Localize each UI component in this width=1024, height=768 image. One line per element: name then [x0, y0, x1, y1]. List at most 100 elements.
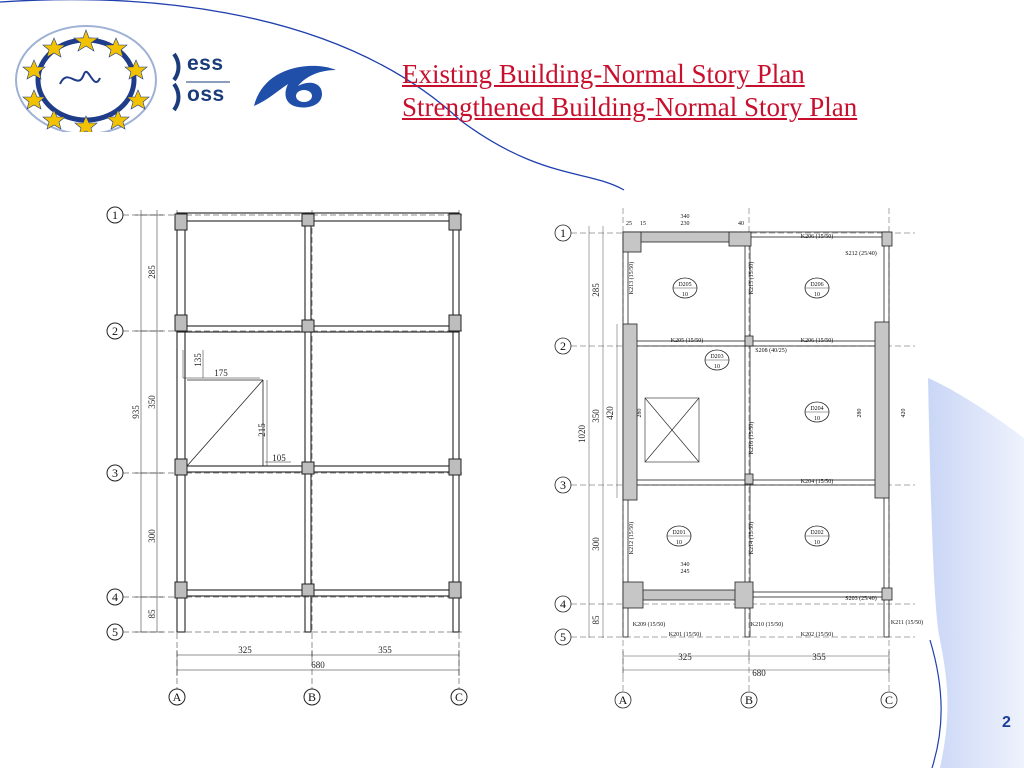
- dim-175: 175: [214, 368, 228, 378]
- logo-brackets: [172, 52, 230, 112]
- dim-350: 350: [147, 395, 157, 409]
- slab-markers: D205 10 D206 10 D203 10 D204 10 D201 10 …: [666, 277, 830, 547]
- beam-label: K204 (15/50): [801, 478, 834, 485]
- dim-355: 355: [378, 645, 392, 655]
- beam-label: K206 (15/50): [801, 233, 834, 240]
- slab-thickness: 10: [676, 540, 682, 546]
- main-dims: 285 350 300 85 1020 420 325 355 680: [577, 283, 826, 678]
- stair-opening: [182, 350, 291, 467]
- dim-325: 325: [678, 652, 692, 662]
- axis-col-b: B: [308, 690, 316, 704]
- slide-title: Existing Building-Normal Story Plan Stre…: [402, 58, 1002, 124]
- dim-105: 105: [272, 453, 286, 463]
- slab-thickness: 10: [682, 292, 688, 298]
- dim-280: 280: [857, 409, 863, 418]
- dim-280: 280: [637, 409, 643, 418]
- dim-420: 420: [901, 409, 907, 418]
- dim-85: 85: [147, 609, 157, 619]
- row-axis-markers: 1 2 3 4 5: [106, 206, 465, 641]
- beams: [622, 231, 890, 638]
- dim-680: 680: [752, 668, 766, 678]
- dim-15: 15: [640, 221, 646, 227]
- col-axis-markers: A B C: [168, 210, 468, 706]
- shear-walls: [622, 231, 893, 609]
- detail-dims: 340 230 340 245 25 15 40 280 280 420: [626, 214, 907, 575]
- dim-355: 355: [812, 652, 826, 662]
- dim-215: 215: [257, 423, 267, 437]
- axis-row-4: 4: [112, 590, 118, 604]
- strengthened-building-plan: 1 2 3 4 5 A B C: [554, 208, 923, 709]
- dim-935: 935: [131, 405, 141, 419]
- axis-row-2: 2: [112, 324, 118, 338]
- dim-300: 300: [591, 537, 601, 551]
- axis-row-3: 3: [112, 466, 118, 480]
- beam-label: K202 (15/50): [801, 631, 834, 638]
- beam-label: K206 (15/50): [801, 337, 834, 344]
- axis-row-1: 1: [560, 226, 566, 240]
- axis-row-2: 2: [560, 339, 566, 353]
- eu-stars-logo: [15, 25, 157, 132]
- beams: [176, 212, 460, 633]
- logo-stars: [22, 29, 150, 132]
- dim-285: 285: [147, 265, 157, 279]
- beam-label: K211 (15/50): [891, 619, 923, 626]
- beam-label: K212 (15/50): [628, 522, 635, 555]
- decor-curve-2: [929, 639, 942, 768]
- axis-col-c: C: [885, 693, 893, 707]
- beam-label: K214 (15/50): [748, 522, 755, 555]
- slab-thickness: 10: [814, 540, 820, 546]
- dim-340: 340: [681, 214, 690, 220]
- axis-row-5: 5: [112, 625, 118, 639]
- dim-680: 680: [311, 660, 325, 670]
- slab-id: D203: [710, 354, 723, 360]
- slab-id: D205: [678, 282, 691, 288]
- slab-id: D201: [672, 530, 685, 536]
- beam-label: K201 (15/50): [669, 631, 702, 638]
- dim-25: 25: [626, 221, 632, 227]
- axis-col-a: A: [619, 693, 628, 707]
- logo-text-oss: oss: [187, 83, 225, 106]
- page-number: 2: [1002, 714, 1011, 731]
- beam-label: S203 (25/40): [845, 595, 877, 602]
- beam-label: S208 (40/25): [755, 347, 787, 354]
- axis-col-b: B: [745, 693, 753, 707]
- dimension-lines: [135, 210, 460, 676]
- axis-row-1: 1: [112, 208, 118, 222]
- dim-285: 285: [591, 283, 601, 297]
- col-axis-markers: A B C: [614, 208, 898, 709]
- dim-300: 300: [147, 529, 157, 543]
- dim-85: 85: [591, 615, 601, 625]
- columns: [174, 213, 462, 599]
- dim-230: 230: [681, 221, 690, 227]
- decor-curve: [0, 0, 625, 191]
- dim-325: 325: [238, 645, 252, 655]
- dim-245: 245: [681, 569, 690, 575]
- beam-label: S212 (25/40): [845, 250, 877, 257]
- decor-panel: [928, 378, 1024, 768]
- title-line-strengthened[interactable]: Strengthened Building-Normal Story Plan: [402, 92, 858, 122]
- logo-text-ess: ess: [187, 52, 224, 75]
- axis-row-5: 5: [560, 630, 566, 644]
- slab-id: D204: [810, 406, 823, 412]
- dimension-lines: [588, 226, 890, 676]
- dim-1020: 1020: [577, 425, 587, 444]
- dim-350: 350: [591, 409, 601, 423]
- dim-340: 340: [681, 562, 690, 568]
- axis-col-a: A: [173, 690, 182, 704]
- axis-row-4: 4: [560, 597, 566, 611]
- slab-thickness: 10: [814, 416, 820, 422]
- slab-id: D202: [810, 530, 823, 536]
- existing-building-plan: 1 2 3 4 5 A B C: [106, 206, 468, 706]
- beam-label: K215 (15/50): [748, 262, 755, 295]
- axis-col-c: C: [455, 690, 463, 704]
- beam-label: K209 (15/50): [633, 621, 666, 628]
- slab-id: D206: [810, 282, 823, 288]
- slab-thickness: 10: [814, 292, 820, 298]
- title-line-existing[interactable]: Existing Building-Normal Story Plan: [402, 59, 805, 89]
- beam-label: K210 (15/50): [751, 621, 784, 628]
- beam-label: K213 (15/50): [628, 262, 635, 295]
- dim-135: 135: [193, 353, 203, 367]
- dim-420: 420: [605, 406, 615, 420]
- beam-label: K216 (15/50): [748, 422, 755, 455]
- beam-labels: K206 (15/50) S212 (25/40) K205 (15/50) S…: [628, 233, 923, 638]
